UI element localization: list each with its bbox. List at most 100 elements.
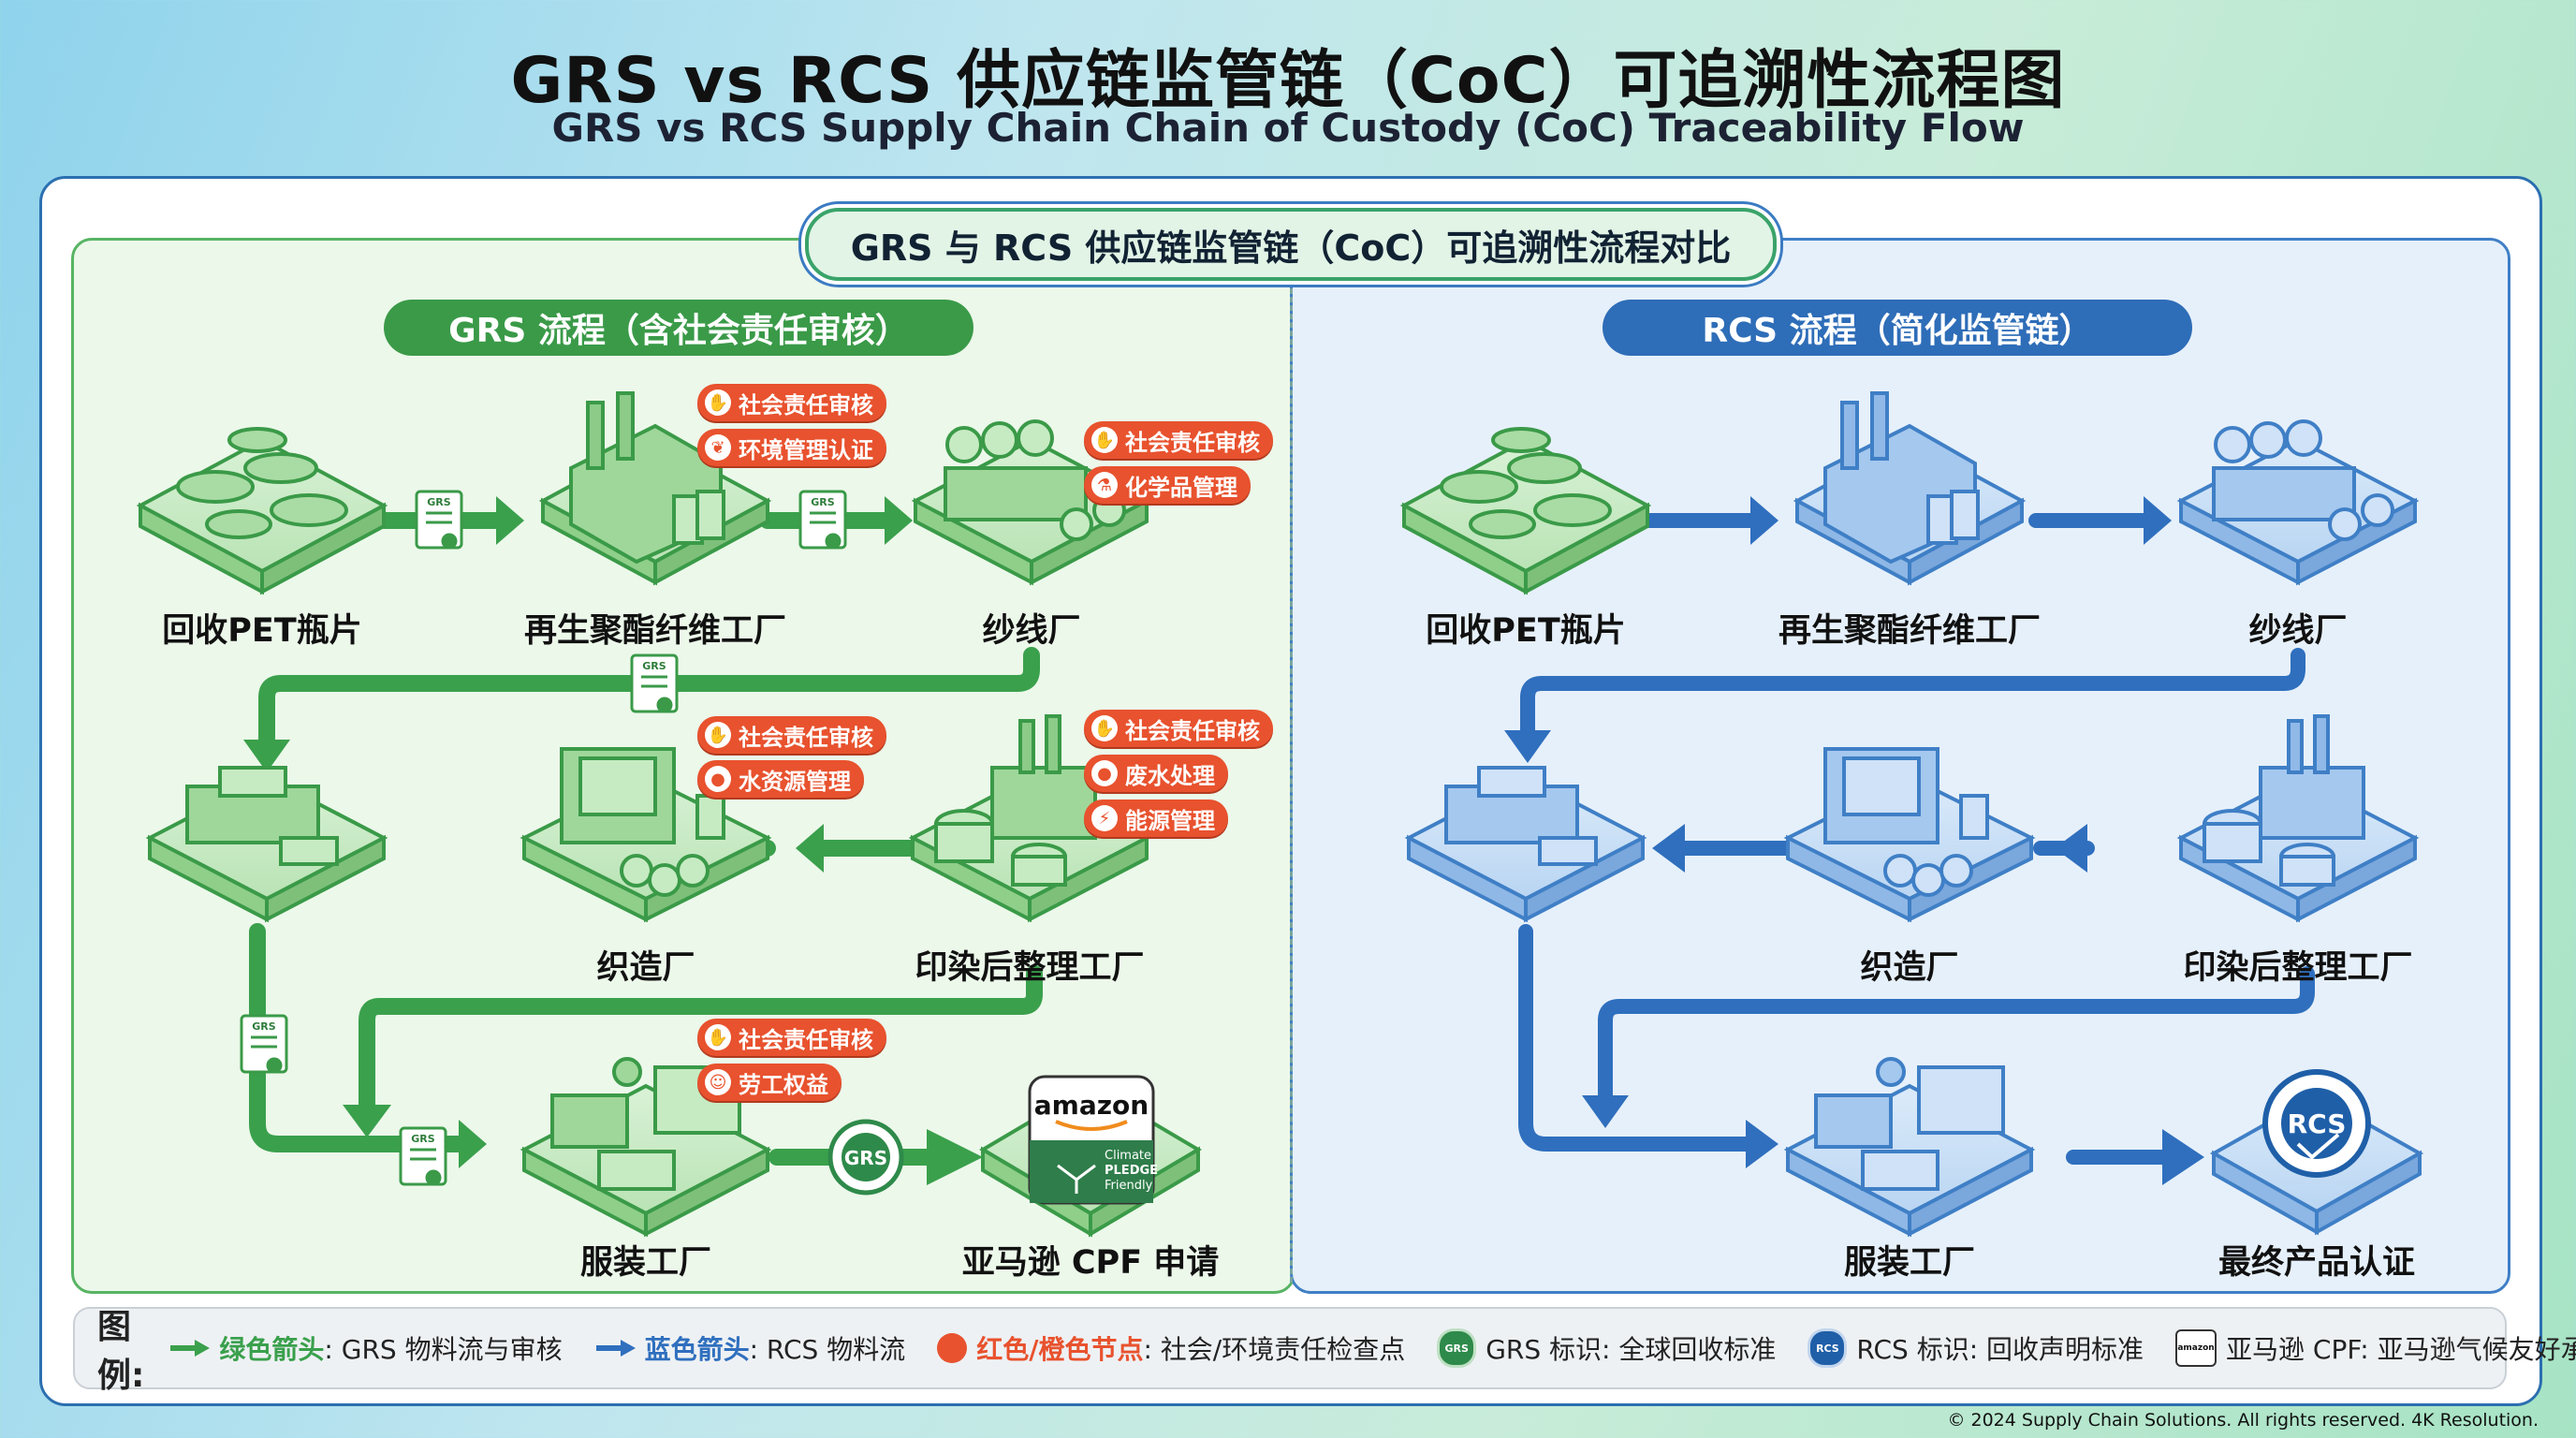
legend-red-key: 红色/橙色节点 — [976, 1334, 1144, 1365]
legend-grs-desc: GRS 标识: 全球回收标准 — [1486, 1334, 1777, 1365]
tag-label: 环境管理认证 — [739, 436, 873, 463]
grs-pet-platform — [136, 427, 388, 595]
legend-rcs-mark: RCS RCS 标识: 回收声明标准 — [1808, 1328, 2144, 1368]
grs-yarn-platform — [911, 419, 1151, 586]
rcs-knit-platform — [1783, 747, 2036, 923]
legend-green-key: 绿色箭头 — [219, 1334, 325, 1365]
rcs-node-pet: 回收PET瓶片 — [1426, 612, 1626, 650]
tag-label: 化学品管理 — [1125, 474, 1237, 501]
grs-mark-icon: GRS — [1437, 1328, 1477, 1368]
handshake-icon: ✋ — [1091, 427, 1118, 453]
grs-node-pet: 回收PET瓶片 — [162, 612, 362, 650]
tag-label: 社会责任审核 — [739, 391, 873, 418]
rcs-pet-platform — [1399, 427, 1652, 595]
legend-amazon-mark: amazon 亚马逊 CPF: 亚马逊气候友好承诺 — [2175, 1329, 2576, 1367]
grs-doc-icon-3 — [630, 653, 679, 713]
water-drop-icon: ● — [1091, 760, 1118, 786]
tag-label: 废水处理 — [1125, 762, 1215, 789]
grs-doc-label-5: GRS — [411, 1133, 434, 1145]
tag-dye-social-audit: ✋ 社会责任审核 — [1084, 710, 1273, 747]
grs-doc-icon-1 — [415, 490, 463, 550]
rcs-arrowheads — [1504, 496, 2204, 1185]
amazon-mark-icon: amazon — [2175, 1329, 2217, 1367]
rcs-mark-icon: RCS — [1808, 1328, 1848, 1368]
grs-knit-platform — [520, 747, 772, 923]
grs-doc-label-2: GRS — [811, 496, 834, 508]
rcs-yarn-platform — [2176, 419, 2420, 586]
grs-weave-platform — [145, 766, 388, 923]
rcs-node-garment: 服装工厂 — [1843, 1244, 1975, 1282]
grs-node-garment: 服装工厂 — [579, 1244, 711, 1282]
grs-doc-label-3: GRS — [642, 660, 666, 672]
blue-arrow-icon — [595, 1340, 636, 1357]
handshake-icon: ✋ — [705, 389, 731, 416]
grs-doc-label-4: GRS — [252, 1020, 275, 1033]
grs-doc-icon-2 — [798, 490, 847, 550]
lightning-icon: ⚡ — [1091, 805, 1118, 831]
page-title: GRS vs RCS 供应链监管链（CoC）可追溯性流程图 — [510, 44, 2066, 118]
tag-label: 社会责任审核 — [1125, 429, 1260, 456]
grs-document-icons — [240, 490, 847, 1186]
legend-blue-key: 蓝色箭头 — [644, 1334, 750, 1365]
rcs-node-fiber: 再生聚酯纤维工厂 — [1778, 612, 2041, 650]
tag-label: 水资源管理 — [739, 768, 851, 795]
tag-weave-social-audit: ✋社会责任审核 — [697, 716, 886, 754]
handshake-icon: ✋ — [705, 1024, 731, 1050]
red-dot-icon — [937, 1333, 968, 1363]
amazon-logo-text: amazon — [1034, 1090, 1149, 1121]
rcs-node-weave: 织造厂 — [1860, 949, 1959, 987]
grs-garment-platform — [520, 1057, 772, 1238]
handshake-icon: ✋ — [705, 722, 731, 748]
flask-icon: ⚗ — [1091, 472, 1118, 498]
grs-fiber-platform — [538, 391, 772, 586]
comparison-title-pill: GRS 与 RCS 供应链监管链（CoC）可追溯性流程对比 — [805, 208, 1777, 281]
water-drop-icon: ● — [705, 766, 731, 792]
rcs-fiber-platform — [1793, 391, 2027, 586]
legend-amazon-desc: 亚马逊 CPF: 亚马逊气候友好承诺 — [2226, 1334, 2576, 1365]
grs-doc-icon-5 — [399, 1126, 447, 1186]
grs-doc-icon-4 — [240, 1014, 288, 1074]
grs-doc-label-1: GRS — [427, 496, 450, 508]
rcs-badge-icon: RCS — [2262, 1069, 2371, 1178]
rcs-section-title: RCS 流程（简化监管链） — [1603, 300, 2192, 356]
amazon-sub-2: PLEDGE — [1105, 1164, 1158, 1178]
legend-green-desc: : GRS 物料流与审核 — [324, 1334, 563, 1365]
tag-label: 社会责任审核 — [1125, 717, 1260, 744]
grs-node-fiber: 再生聚酯纤维工厂 — [523, 612, 786, 650]
handshake-icon: ✋ — [1091, 715, 1118, 741]
rcs-dye-platform — [2176, 714, 2420, 923]
legend-rcs-desc: RCS 标识: 回收声明标准 — [1856, 1334, 2144, 1365]
rcs-node-dye: 印染后整理工厂 — [2183, 949, 2413, 987]
leaf-icon: ❦ — [705, 434, 731, 461]
legend-red-desc: : 社会/环境责任检查点 — [1143, 1334, 1406, 1365]
rcs-garment-platform — [1783, 1057, 2036, 1238]
person-icon: ☺ — [705, 1069, 731, 1095]
green-arrow-icon — [170, 1340, 211, 1357]
grs-node-dye: 印染后整理工厂 — [915, 949, 1145, 987]
tag-label: 社会责任审核 — [739, 1026, 873, 1053]
legend-blue-arrow: 蓝色箭头: RCS 物料流 — [594, 1329, 906, 1367]
check-icon — [2296, 1133, 2340, 1160]
footer-copyright: © 2024 Supply Chain Solutions. All right… — [1947, 1410, 2539, 1431]
grs-section-title: GRS 流程（含社会责任审核） — [384, 300, 973, 356]
tag-fiber-env-management: ❦ 环境管理认证 — [697, 429, 886, 466]
rcs-node-final: 最终产品认证 — [2217, 1244, 2415, 1282]
amazon-climate-pledge-card: amazon Climate PLEDGE Friendly — [1028, 1075, 1158, 1205]
tag-dye-energy: ⚡能源管理 — [1084, 800, 1228, 837]
legend-grs-mark: GRS GRS 标识: 全球回收标准 — [1437, 1328, 1776, 1368]
grs-node-yarn: 纱线厂 — [982, 612, 1081, 650]
amazon-sub-3: Friendly — [1105, 1179, 1153, 1193]
legend-red-node: 红色/橙色节点: 社会/环境责任检查点 — [937, 1329, 1405, 1367]
tag-fiber-social-audit: ✋ 社会责任审核 — [697, 384, 886, 421]
legend-blue-desc: : RCS 物料流 — [749, 1334, 906, 1365]
rcs-node-yarn: 纱线厂 — [2248, 612, 2348, 650]
tag-yarn-chemical-management: ⚗ 化学品管理 — [1084, 466, 1251, 504]
tag-weave-water-management: ● 水资源管理 — [697, 760, 864, 798]
leaf-icon — [1057, 1164, 1096, 1194]
tag-garment-labor-rights: ☺劳工权益 — [697, 1064, 842, 1101]
grs-node-weave: 织造厂 — [596, 949, 695, 987]
page-subtitle: GRS vs RCS Supply Chain Chain of Custody… — [551, 105, 2025, 151]
rcs-weave-platform — [1404, 766, 1647, 923]
legend-bar: 图例: 绿色箭头: GRS 物料流与审核 蓝色箭头: RCS 物料流 红色/橙色… — [73, 1307, 2576, 1395]
